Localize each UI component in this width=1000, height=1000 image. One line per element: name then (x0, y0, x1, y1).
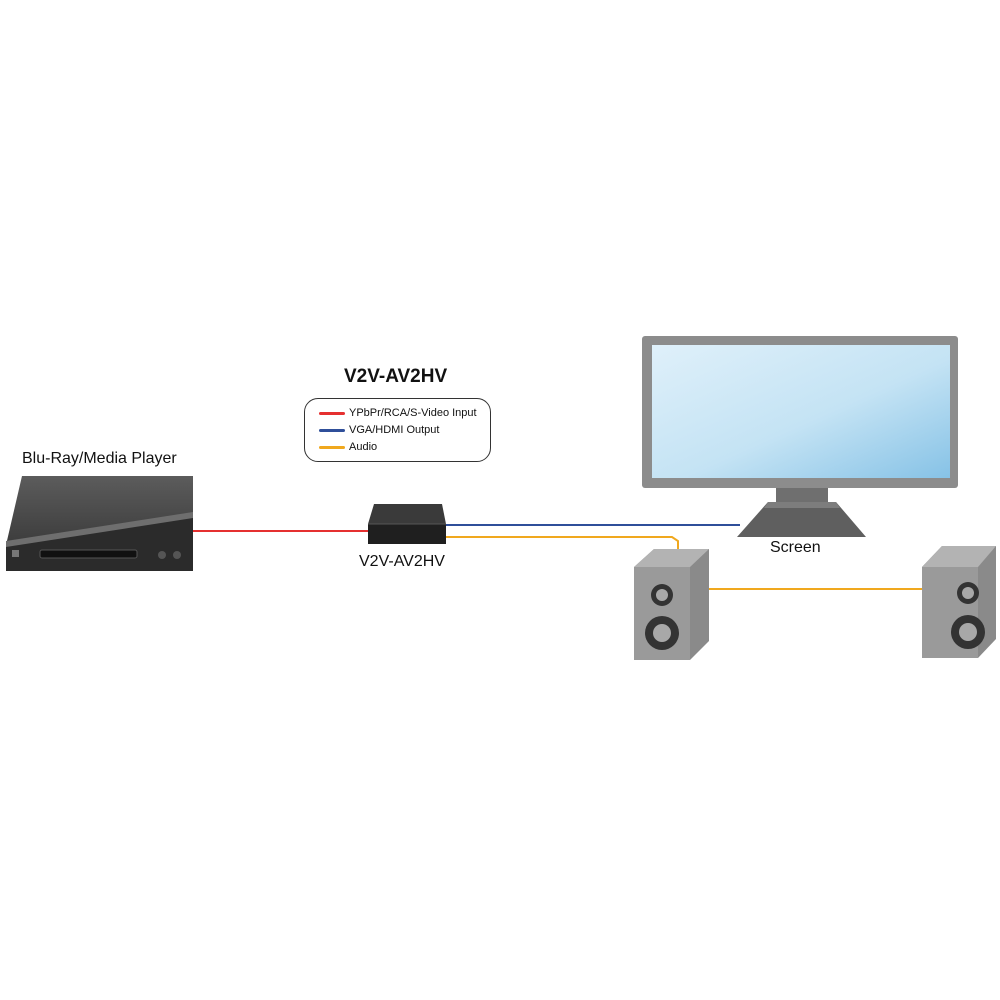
screen-label: Screen (770, 539, 821, 556)
audio-cable-to-left-speaker (446, 536, 679, 550)
legend-swatch-input (319, 411, 345, 415)
legend-label-input: YPbPr/RCA/S-Video Input (349, 407, 477, 419)
cables (193, 524, 922, 590)
legend: YPbPr/RCA/S-Video Input VGA/HDMI Output … (304, 398, 491, 462)
player-label: Blu-Ray/Media Player (22, 450, 177, 467)
legend-swatch-output (319, 428, 345, 432)
legend-item-audio: Audio (319, 440, 377, 454)
legend-label-audio: Audio (349, 441, 378, 453)
blu-ray-player-icon (6, 476, 193, 571)
legend-swatch-audio (319, 445, 345, 449)
converter-label: V2V-AV2HV (359, 553, 445, 570)
converter-box-icon (368, 504, 446, 544)
legend-item-output: VGA/HDMI Output (319, 423, 439, 437)
monitor-icon (642, 336, 958, 537)
speaker-icon (634, 549, 709, 660)
legend-label-output: VGA/HDMI Output (349, 424, 440, 436)
diagram-title: V2V-AV2HV (344, 366, 448, 387)
legend-item-input: YPbPr/RCA/S-Video Input (319, 406, 477, 420)
speaker-icon (922, 546, 996, 658)
